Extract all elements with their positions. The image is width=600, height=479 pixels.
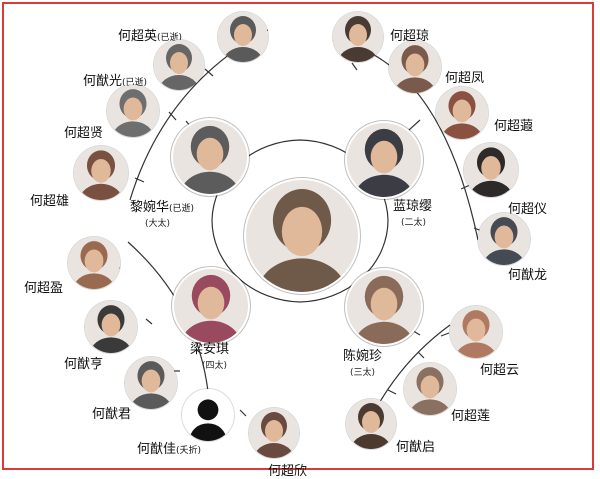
wife3-name: 梁安琪 <box>190 342 230 357</box>
c13-name: 何猷佳(夭折) <box>137 442 202 457</box>
c1-photo <box>218 12 268 62</box>
c11-name: 何猷亨 <box>64 357 104 372</box>
c9-name: 何猷龙 <box>508 268 548 283</box>
wife3-rank: (四太) <box>202 361 228 371</box>
c13-status-tag: (夭折) <box>176 446 202 456</box>
c8-name: 何超仪 <box>508 202 548 217</box>
red-frame <box>2 2 594 470</box>
wife4-rank: (三太) <box>350 368 376 378</box>
wife2-photo <box>347 123 421 197</box>
c5-photo <box>333 12 383 62</box>
c3-name: 何超贤 <box>64 126 104 141</box>
c2-name: 何猷光(已逝) <box>83 74 148 89</box>
wife4-name: 陈婉珍 <box>343 349 383 364</box>
patriarch-photo <box>246 180 358 292</box>
c6-name: 何超凤 <box>445 71 485 86</box>
c2-status-tag: (已逝) <box>122 78 148 88</box>
c4-photo <box>74 146 128 200</box>
c17-name: 何猷启 <box>396 440 436 455</box>
c1-status-tag: (已逝) <box>157 33 183 43</box>
c10-name: 何超盈 <box>24 281 64 296</box>
c11-photo <box>85 301 137 353</box>
c12-name: 何猷君 <box>92 407 132 422</box>
c17-photo <box>346 399 396 449</box>
c16-photo <box>404 363 456 415</box>
c7-name: 何超蕸 <box>494 119 534 134</box>
wife1-rank: (大太) <box>145 219 171 229</box>
c13-photo <box>182 389 234 441</box>
wife2-rank: (二太) <box>401 218 427 228</box>
c1-name: 何超英(已逝) <box>118 29 183 44</box>
c15-name: 何超云 <box>480 363 520 378</box>
c9-photo <box>478 213 530 265</box>
c3-photo <box>107 85 159 137</box>
wife1-status-tag: (已逝) <box>169 204 195 214</box>
c16-name: 何超莲 <box>451 409 491 424</box>
c14-photo <box>249 408 299 458</box>
wife3-photo <box>174 269 248 343</box>
c15-photo <box>450 306 502 358</box>
c2-photo <box>154 40 204 90</box>
c10-photo <box>68 237 120 289</box>
c8-photo <box>464 143 518 197</box>
c12-photo <box>125 357 177 409</box>
wife4-photo <box>347 270 421 344</box>
c6-photo <box>389 41 441 93</box>
wife1-photo <box>173 120 247 194</box>
wife1-name: 黎婉华(已逝) <box>130 200 195 215</box>
c4-name: 何超雄 <box>30 194 70 209</box>
c5-name: 何超琼 <box>390 29 430 44</box>
center-loop <box>211 139 389 303</box>
c14-name: 何超欣 <box>268 464 308 479</box>
c7-photo <box>436 87 488 139</box>
wife2-name: 蓝琼缨 <box>393 199 433 214</box>
